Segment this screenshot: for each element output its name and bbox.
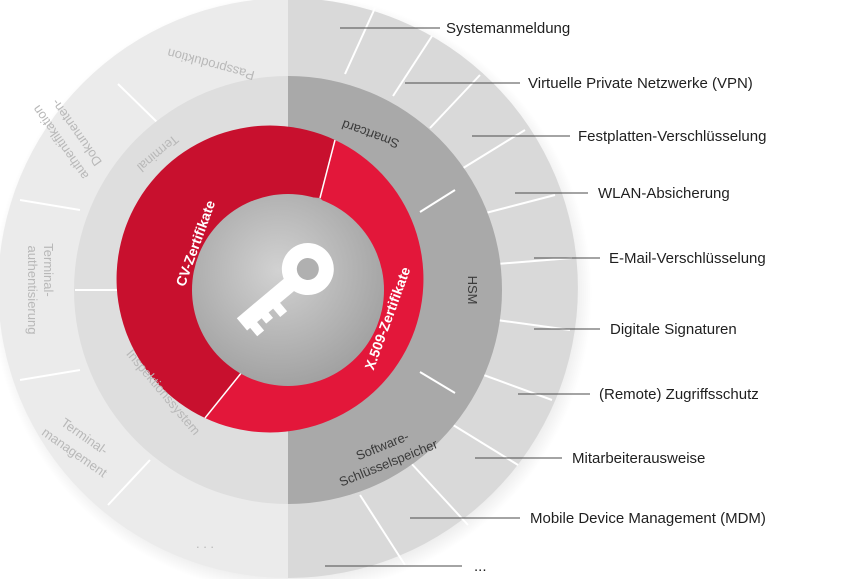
red-divider-top <box>319 139 336 199</box>
app-label-zugriffsschutz: (Remote) Zugriffsschutz <box>599 386 759 403</box>
hsm-label: HSM <box>465 276 480 305</box>
terminalauth-label-line1: Terminal- <box>41 243 56 296</box>
outer-left-dividers <box>19 83 161 506</box>
app-label-email: E-Mail-Verschlüsselung <box>609 250 766 267</box>
app-label-mitarbeiterausweise: Mitarbeiterausweise <box>572 450 705 467</box>
app-label-vpn: Virtuelle Private Netzwerke (VPN) <box>528 75 753 92</box>
app-label-mdm: Mobile Device Management (MDM) <box>530 510 766 527</box>
outer-right-dividers <box>344 7 573 566</box>
application-labels: Systemanmeldung Virtuelle Private Netzwe… <box>325 20 766 575</box>
app-label-signaturen: Digitale Signaturen <box>610 321 737 338</box>
key-icon <box>236 243 334 337</box>
app-label-festplatten: Festplatten-Verschlüsselung <box>578 128 766 145</box>
faded-ellipsis-label: . . . <box>196 536 214 551</box>
middle-dividers <box>75 189 456 394</box>
terminalauth-label-line2: authentisierung <box>25 246 40 335</box>
app-label-wlan: WLAN-Absicherung <box>598 185 730 202</box>
x509-certificate-segment <box>205 140 424 433</box>
red-divider-bottom <box>204 371 243 419</box>
app-label-systemanmeldung: Systemanmeldung <box>446 20 570 37</box>
app-label-ellipsis: ... <box>474 558 487 575</box>
